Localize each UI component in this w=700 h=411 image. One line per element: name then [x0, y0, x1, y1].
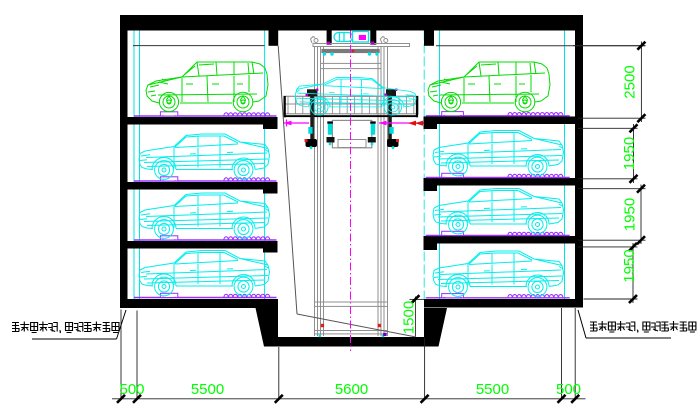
svg-text:5600: 5600 [335, 381, 368, 398]
svg-text:5500: 5500 [191, 381, 224, 398]
svg-text:1950: 1950 [621, 249, 638, 282]
svg-text:5500: 5500 [476, 381, 509, 398]
svg-text:500: 500 [556, 381, 581, 398]
svg-text:500: 500 [119, 381, 144, 398]
svg-text:2500: 2500 [622, 65, 639, 98]
svg-text:1950: 1950 [622, 198, 639, 231]
svg-text:1500: 1500 [401, 301, 418, 334]
svg-text:1950: 1950 [621, 137, 638, 170]
